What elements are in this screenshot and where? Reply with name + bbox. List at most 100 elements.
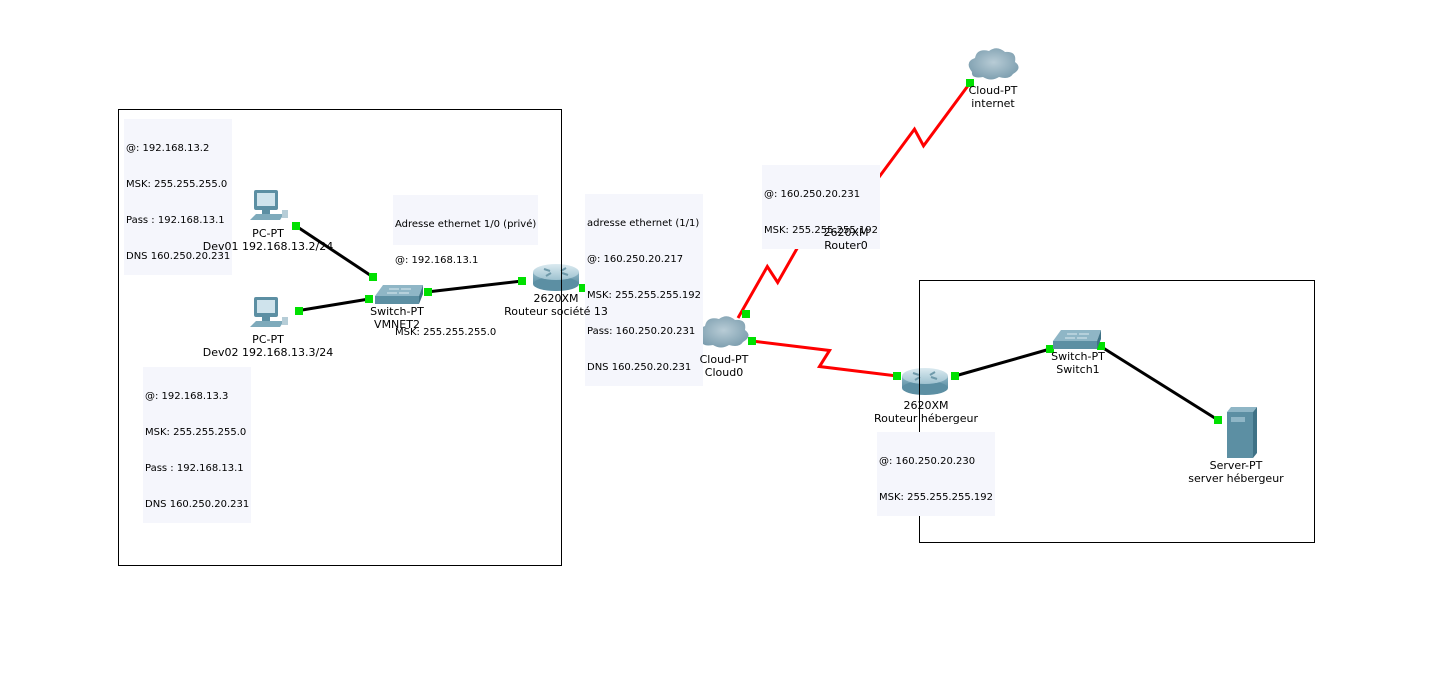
device-label-dev01: PC-PT Dev01 192.168.13.2/24	[203, 227, 333, 253]
device-model: 2620XM	[903, 399, 949, 412]
note-line: Pass : 192.168.13.1	[126, 215, 225, 226]
note-line: Pass: 160.250.20.231	[587, 326, 696, 337]
link-port-indicator	[893, 372, 901, 380]
device-label-routeur-hebergeur: 2620XM Routeur hébergeur	[874, 399, 978, 425]
link-routeur-hebergeur-switch1[interactable]	[954, 347, 1051, 378]
note-line: DNS 160.250.20.231	[145, 499, 250, 510]
device-routeur-hebergeur[interactable]	[902, 368, 948, 395]
link-cloud0-routeur-hebergeur[interactable]	[751, 339, 898, 378]
device-name: Routeur société 13	[504, 305, 608, 318]
device-cloud0[interactable]	[698, 316, 749, 348]
device-switch1[interactable]	[1053, 330, 1101, 349]
server-drive	[1231, 417, 1245, 422]
note-line: @: 192.168.13.1	[395, 255, 479, 266]
switch-front	[375, 296, 419, 304]
note-hebergeur[interactable]: @: 160.250.20.230 MSK: 255.255.255.192	[877, 432, 995, 516]
device-server[interactable]	[1227, 407, 1257, 458]
device-model: 2620XM	[533, 292, 579, 305]
device-label-routeur-societe: 2620XM Routeur société 13	[504, 292, 608, 318]
device-dev01[interactable]	[250, 190, 288, 220]
link-vmnet2-routeur-societe[interactable]	[426, 279, 523, 294]
device-name: Router0	[824, 239, 868, 252]
note-line: DNS 160.250.20.231	[126, 251, 231, 262]
device-name: VMNET2	[374, 318, 420, 331]
link-port-indicator	[1097, 342, 1105, 350]
link-port-indicator	[951, 372, 959, 380]
router-top	[902, 368, 948, 384]
link-port-indicator	[518, 277, 526, 285]
device-model: Switch-PT	[1051, 350, 1105, 363]
switch-side	[1097, 330, 1101, 349]
device-name: internet	[971, 97, 1015, 110]
monitor-screen	[257, 193, 275, 206]
device-routeur-societe[interactable]	[533, 264, 579, 291]
note-line: MSK: 255.255.255.192	[764, 225, 878, 236]
cloud-shape	[698, 316, 749, 348]
mouse	[282, 210, 288, 218]
device-model: Cloud-PT	[699, 353, 749, 366]
device-label-cloud0: Cloud-PT Cloud0	[700, 353, 749, 379]
note-line: MSK: 255.255.255.192	[587, 290, 701, 301]
note-dev02[interactable]: @: 192.168.13.3 MSK: 255.255.255.0 Pass …	[143, 367, 252, 523]
router-arrows	[543, 267, 569, 277]
device-label-vmnet2: Switch-PT VMNET2	[370, 305, 424, 331]
link-port-indicator	[579, 284, 587, 292]
router-arrows	[912, 371, 938, 381]
monitor-screen	[257, 300, 275, 313]
link-router0-internet[interactable]	[866, 82, 972, 193]
router-base	[533, 277, 579, 291]
server-side	[1253, 407, 1257, 458]
keyboard	[250, 321, 284, 327]
monitor-stand	[262, 317, 270, 321]
device-internet[interactable]	[968, 48, 1019, 80]
device-model: Server-PT	[1209, 459, 1263, 472]
device-model: Cloud-PT	[968, 84, 1018, 97]
link-port-indicator	[292, 222, 300, 230]
note-line: @: 160.250.20.230	[879, 456, 976, 467]
note-line: MSK: 255.255.255.192	[879, 492, 993, 503]
router-top	[533, 264, 579, 280]
note-line: Adresse ethernet 1/0 (privé)	[395, 219, 537, 230]
note-line: @: 192.168.13.3	[145, 391, 229, 402]
switch-front	[1053, 341, 1097, 349]
device-label-dev02: PC-PT Dev02 192.168.13.3/24	[203, 333, 333, 359]
note-line: MSK: 255.255.255.0	[126, 179, 228, 190]
switch-side	[419, 285, 423, 304]
device-vmnet2[interactable]	[375, 285, 423, 304]
link-dev01-vmnet2[interactable]	[295, 224, 374, 279]
device-model: PC-PT	[252, 227, 284, 240]
note-line: DNS 160.250.20.231	[587, 362, 692, 373]
switch-arrows	[1065, 333, 1089, 339]
link-port-indicator	[295, 307, 303, 315]
note-router0[interactable]: @: 160.250.20.231 MSK: 255.255.255.192	[762, 165, 880, 249]
link-dev02-vmnet2[interactable]	[295, 297, 370, 313]
link-port-indicator	[365, 295, 373, 303]
note-line: @: 160.250.20.217	[587, 254, 684, 265]
note-dev01[interactable]: @: 192.168.13.2 MSK: 255.255.255.0 Pass …	[124, 119, 233, 275]
monitor-stand	[262, 210, 270, 214]
note-eth10[interactable]: Adresse ethernet 1/0 (privé) @: 192.168.…	[393, 195, 539, 338]
note-line: Pass : 192.168.13.1	[145, 463, 244, 474]
device-name: Dev02 192.168.13.3/24	[202, 346, 334, 359]
device-label-internet: Cloud-PT internet	[969, 84, 1018, 110]
device-dev02[interactable]	[250, 297, 288, 327]
note-line: @: 192.168.13.2	[126, 143, 210, 154]
note-line: MSK: 255.255.255.0	[145, 427, 247, 438]
device-name: server hébergeur	[1188, 472, 1284, 485]
zone-lan-societe[interactable]	[118, 109, 562, 566]
router-base	[902, 381, 948, 395]
link-switch1-server[interactable]	[1099, 344, 1219, 422]
device-label-server: Server-PT server hébergeur	[1188, 459, 1283, 485]
note-eth11[interactable]: adresse ethernet (1/1) @: 160.250.20.217…	[585, 194, 703, 386]
keyboard	[250, 214, 284, 220]
server-top	[1227, 407, 1257, 412]
link-cloud0-router0[interactable]	[736, 230, 809, 319]
cloud-shape	[968, 48, 1019, 80]
link-port-indicator	[742, 310, 750, 318]
note-line: MSK: 255.255.255.0	[395, 327, 497, 338]
device-model: PC-PT	[252, 333, 284, 346]
zone-lan-hebergeur[interactable]	[919, 280, 1315, 543]
note-line: adresse ethernet (1/1)	[587, 218, 700, 229]
link-port-indicator	[748, 337, 756, 345]
device-name: Dev01 192.168.13.2/24	[202, 240, 334, 253]
